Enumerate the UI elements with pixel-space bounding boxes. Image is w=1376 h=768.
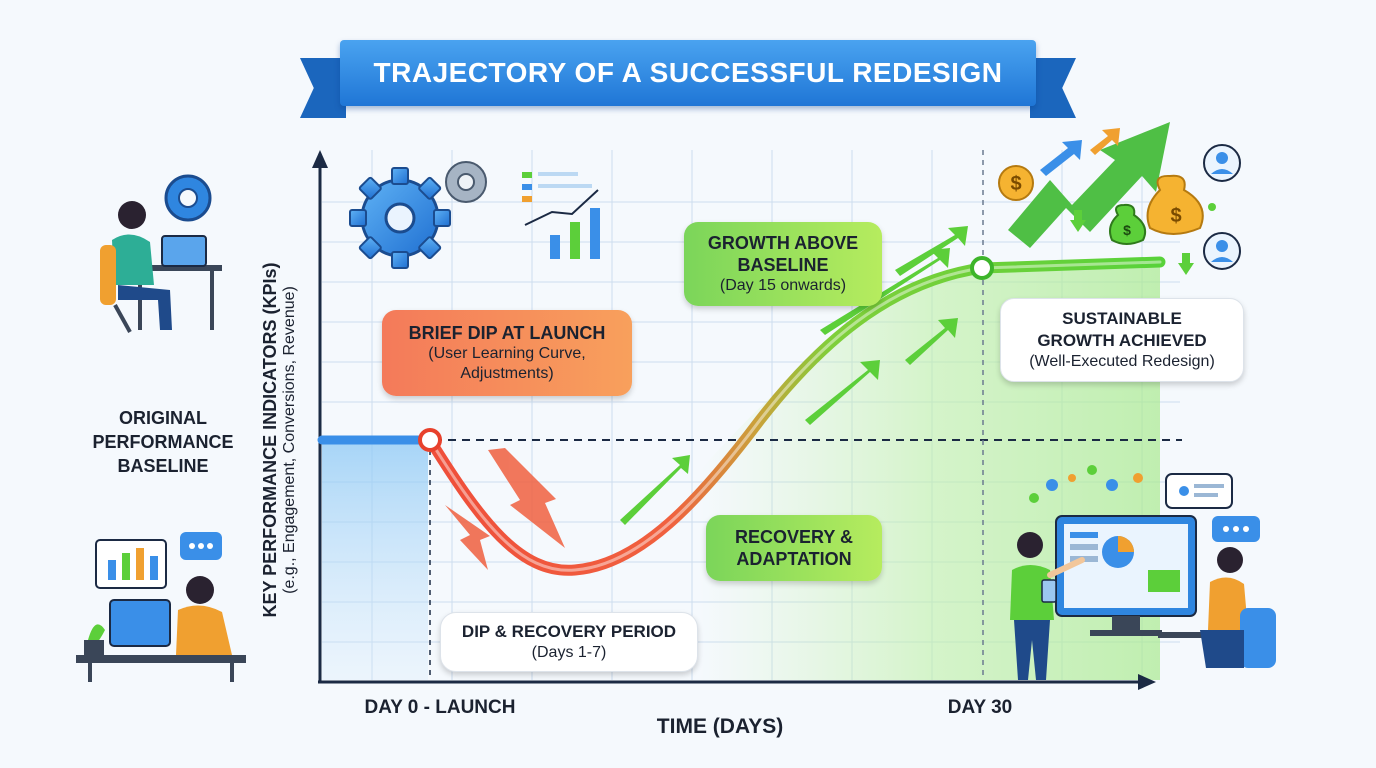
dip-sub2: Adjustments) (460, 365, 554, 382)
team-presentation-illustration (1010, 465, 1276, 680)
svg-text:$: $ (1123, 222, 1131, 238)
person-laptop-illustration (100, 174, 222, 333)
baseline-label-line3: BASELINE (117, 456, 209, 476)
period-sub: (Days 1-7) (531, 644, 607, 661)
gear-icon (164, 174, 212, 222)
x-tick-launch: DAY 0 - LAUNCH (364, 697, 516, 718)
x-tick-day30: DAY 30 (947, 697, 1013, 718)
chat-bubble-icon (1212, 516, 1260, 542)
day30-marker (970, 256, 994, 280)
callout-dip-at-launch: BRIEF DIP AT LAUNCH (User Learning Curve… (382, 310, 632, 396)
callout-growth-above-baseline: GROWTH ABOVE BASELINE (Day 15 onwards) (684, 222, 882, 306)
callout-recovery-adaptation: RECOVERY & ADAPTATION (706, 515, 882, 581)
growth-sub: (Day 15 onwards) (719, 277, 847, 294)
recovery-title2: ADAPTATION (736, 549, 852, 569)
pie-chart-icon (1102, 536, 1134, 568)
y-axis-subtitle: (e.g., Engagement, Conversions, Revenue) (281, 286, 298, 594)
svg-text:$: $ (1170, 205, 1181, 227)
svg-text:$: $ (1010, 173, 1021, 195)
baseline-label-line2: PERFORMANCE (92, 432, 234, 452)
money-bag-icon: $ (1146, 174, 1204, 235)
dip-sub1: (User Learning Curve, (428, 345, 586, 362)
money-bag-icon: $ (1109, 203, 1147, 245)
sustain-title1: SUSTAINABLE (1062, 309, 1182, 328)
chat-bubble-icon (180, 532, 222, 560)
growth-title2: BASELINE (737, 255, 829, 275)
dip-title: BRIEF DIP AT LAUNCH (408, 323, 606, 343)
trajectory-curve (424, 256, 1166, 576)
user-avatar-icon (1203, 232, 1241, 270)
dollar-coin-icon: $ (998, 165, 1034, 201)
person-desk-illustration (76, 532, 246, 682)
recovery-title1: RECOVERY & (734, 527, 854, 547)
bar-chart-icon (522, 172, 600, 259)
sustain-sub: (Well-Executed Redesign) (1029, 353, 1215, 370)
chat-bubble-icon (1165, 473, 1233, 509)
callout-dip-recovery-period: DIP & RECOVERY PERIOD (Days 1-7) (440, 612, 698, 672)
launch-marker (418, 428, 442, 452)
growth-arrows (620, 226, 968, 525)
finance-illustration: $ $ $ (998, 122, 1241, 275)
y-axis-label: KEY PERFORMANCE INDICATORS (KPIs) (e.g.,… (260, 210, 299, 670)
x-axis-title: TIME (DAYS) (656, 715, 784, 738)
baseline-area (322, 440, 428, 680)
user-avatar-icon (1203, 144, 1241, 182)
chart-axes (312, 150, 1156, 690)
sustain-title2: GROWTH ACHIEVED (1037, 331, 1207, 350)
callout-sustainable-growth: SUSTAINABLE GROWTH ACHIEVED (Well-Execut… (1000, 298, 1244, 382)
growth-title1: GROWTH ABOVE (707, 233, 859, 253)
baseline-label: ORIGINAL PERFORMANCE BASELINE (78, 406, 248, 478)
dip-arrows (445, 448, 565, 570)
diagram-title: TRAJECTORY OF A SUCCESSFUL REDESIGN (340, 40, 1036, 106)
y-axis-title: KEY PERFORMANCE INDICATORS (KPIs) (260, 262, 280, 618)
period-title: DIP & RECOVERY PERIOD (461, 622, 677, 641)
gear-small-icon (445, 161, 487, 203)
baseline-label-line1: ORIGINAL (119, 408, 207, 428)
gear-icon (349, 167, 451, 269)
